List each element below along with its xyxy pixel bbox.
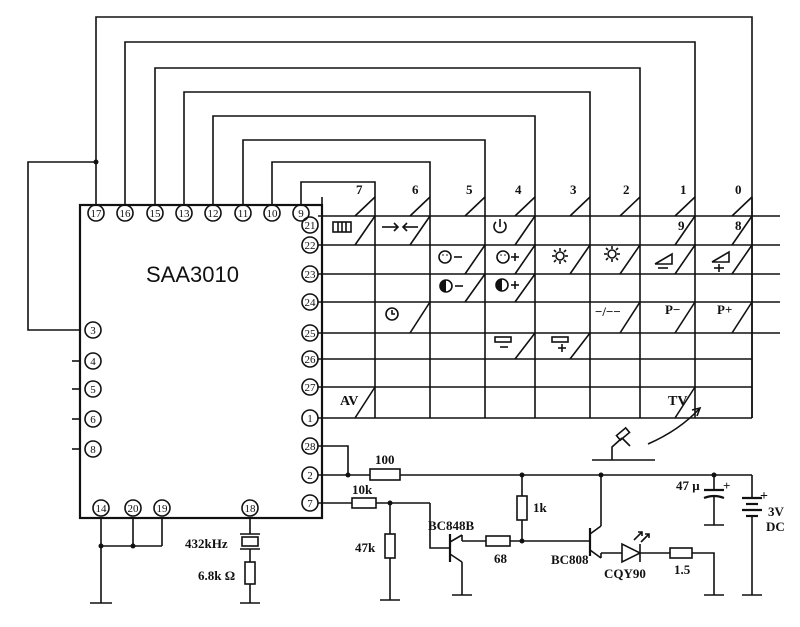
pin-20: 20 — [128, 503, 140, 515]
program-minus-label: P− — [665, 302, 680, 317]
pin-7: 7 — [307, 498, 313, 510]
col-5-label: 5 — [466, 182, 473, 197]
av-label: AV — [340, 394, 358, 409]
column-labels: 7 6 5 4 3 2 1 0 9 8 — [356, 182, 742, 233]
pin-10: 10 — [267, 208, 279, 220]
resistor-100 — [369, 468, 401, 481]
col-3-label: 3 — [570, 182, 577, 197]
led-label: CQY90 — [604, 566, 646, 581]
resistor-6-8k — [244, 561, 256, 585]
r47k-label: 47k — [355, 540, 376, 555]
pin-11: 11 — [238, 208, 249, 220]
volume-minus-icon — [654, 252, 673, 269]
pin-27: 27 — [305, 382, 317, 394]
program-plus-label: P+ — [717, 302, 732, 317]
volume-plus-icon — [711, 250, 730, 272]
pin-2: 2 — [307, 470, 313, 482]
lower-circuit: 100 47 μ + + 3V DC 10k 47k — [90, 445, 785, 604]
pin-25: 25 — [305, 328, 317, 340]
timer-icon — [385, 307, 399, 321]
pin-12: 12 — [208, 208, 219, 220]
contrast-minus-icon — [439, 279, 463, 293]
cap-label: 47 μ — [676, 478, 700, 493]
col-4-label: 4 — [515, 182, 522, 197]
pin-14: 14 — [96, 503, 108, 515]
resistor-10k — [351, 497, 377, 509]
pin-9: 9 — [298, 208, 304, 220]
pin-6: 6 — [90, 414, 96, 426]
pin-28: 28 — [305, 441, 317, 453]
col-7-label: 7 — [356, 182, 363, 197]
pin-5: 5 — [90, 384, 96, 396]
key-matrix — [318, 196, 780, 419]
balance-plus-icon — [551, 336, 569, 352]
pin-26: 26 — [305, 354, 317, 366]
r1k-label: 1k — [533, 500, 548, 515]
pin-21: 21 — [305, 220, 316, 232]
saa3010-chip — [78, 203, 324, 520]
swap-arrows-icon — [382, 222, 418, 232]
led-cqy90 — [621, 531, 650, 564]
battery-dc: DC — [766, 519, 785, 534]
r6-8k-label: 6.8k Ω — [198, 568, 235, 583]
bottom-pins: 14 20 19 18 — [92, 499, 259, 517]
resistor-47k — [384, 533, 396, 559]
battery-plus-sign: + — [760, 489, 768, 504]
key-symbols: −/−− P− P+ AV TV — [332, 219, 732, 409]
resistor-68 — [485, 535, 511, 547]
color-plus-icon — [496, 250, 519, 264]
key-9-label: 9 — [678, 218, 685, 233]
pin-22: 22 — [305, 240, 316, 252]
resistor-1k — [516, 495, 528, 521]
r1-5-label: 1.5 — [674, 562, 691, 577]
column-wires — [27, 16, 753, 418]
color-minus-icon — [438, 250, 462, 264]
r68-label: 68 — [494, 551, 508, 566]
transistor-bc808 — [588, 475, 602, 559]
pin-16: 16 — [120, 208, 132, 220]
key-8-label: 8 — [735, 218, 742, 233]
crystal-label: 432kHz — [185, 536, 228, 551]
pin-15: 15 — [150, 208, 162, 220]
pin-13: 13 — [179, 208, 191, 220]
brightness-plus-icon — [604, 246, 620, 262]
balance-minus-icon — [494, 336, 512, 348]
brightness-minus-icon — [552, 248, 568, 264]
resistor-1-5 — [669, 547, 693, 559]
crystal-432khz — [241, 536, 259, 547]
q1-label: BC848B — [428, 518, 475, 533]
chip-label: SAA3010 — [146, 262, 239, 287]
pin-24: 24 — [305, 297, 317, 309]
digit-toggle-label: −/−− — [595, 304, 621, 319]
transistor-bc848b — [448, 534, 472, 596]
pin-8: 8 — [90, 444, 96, 456]
pin-3: 3 — [90, 325, 96, 337]
cap-plus-sign: + — [723, 478, 730, 493]
right-pins: 21 22 23 24 25 26 27 1 28 2 7 — [301, 216, 319, 512]
r100-label: 100 — [375, 452, 395, 467]
tv-label: TV — [668, 394, 687, 409]
power-icon — [493, 219, 507, 234]
col-0-label: 0 — [735, 182, 742, 197]
top-pins: 17 16 15 13 12 11 10 9 — [87, 204, 310, 222]
battery-voltage: 3V — [768, 504, 785, 519]
pin-1: 1 — [307, 413, 313, 425]
pin-23: 23 — [305, 269, 317, 281]
col-1-label: 1 — [680, 182, 687, 197]
contrast-plus-icon — [495, 278, 519, 292]
col-6-label: 6 — [412, 182, 419, 197]
r10k-label: 10k — [352, 482, 373, 497]
pin-19: 19 — [157, 503, 169, 515]
pin-18: 18 — [245, 503, 257, 515]
switch-symbol — [592, 406, 702, 461]
col-2-label: 2 — [623, 182, 630, 197]
pin-4: 4 — [90, 356, 96, 368]
q2-label: BC808 — [551, 552, 589, 567]
pin-17: 17 — [91, 208, 103, 220]
teletext-icon — [332, 221, 352, 233]
left-pins: 3 4 5 6 8 — [72, 321, 102, 458]
